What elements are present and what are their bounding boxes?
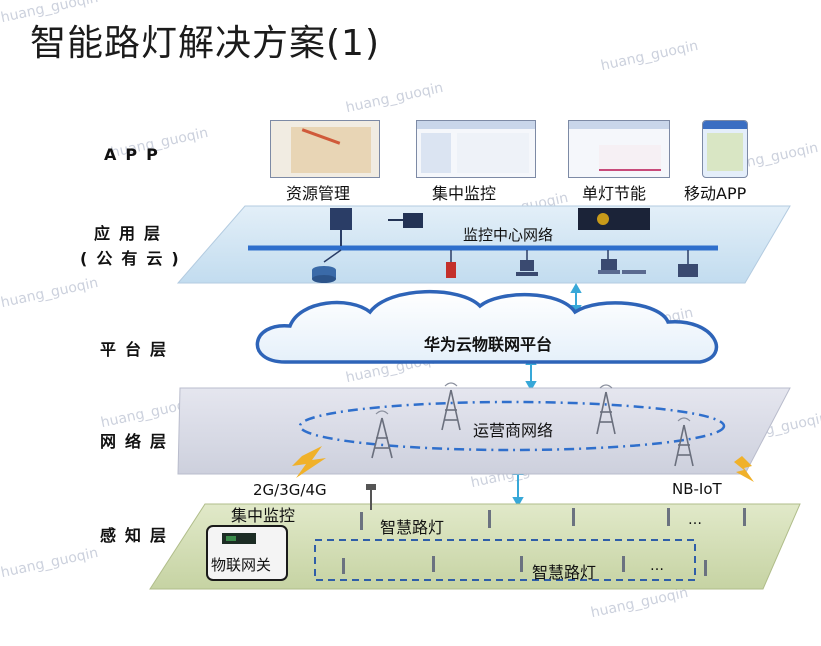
smart-light-label-1: 智慧路灯 bbox=[380, 518, 445, 537]
layer-label-application-sub: (公有云) bbox=[80, 249, 188, 268]
street-light-icon bbox=[704, 560, 707, 576]
street-light-icon bbox=[572, 508, 575, 526]
monitor-wall-icon bbox=[578, 208, 650, 230]
app-thumbnail-mobile bbox=[702, 120, 748, 178]
app-thumbnail-monitor bbox=[416, 120, 536, 178]
app-caption-resource: 资源管理 bbox=[286, 184, 351, 203]
printer-icon bbox=[678, 264, 698, 277]
central-monitor-label: 集中监控 bbox=[231, 506, 296, 525]
street-light-icon bbox=[520, 556, 523, 572]
link-2g-label: 2G/3G/4G bbox=[253, 481, 327, 499]
firewall-icon bbox=[446, 262, 456, 278]
layer-label-network: 网络层 bbox=[100, 432, 176, 451]
street-light-icon bbox=[622, 556, 625, 572]
laptop-icon bbox=[601, 259, 617, 270]
light-group-box bbox=[314, 539, 696, 581]
street-light-icon bbox=[342, 558, 345, 574]
signal-tower-icon bbox=[366, 484, 376, 490]
tower-icon bbox=[596, 391, 616, 435]
pc-icon bbox=[520, 260, 534, 271]
street-light-icon bbox=[488, 510, 491, 528]
layer-label-application: 应用层 bbox=[94, 224, 170, 243]
app-thumbnail-resource bbox=[270, 120, 380, 178]
tower-icon bbox=[674, 424, 694, 467]
layer-label-app: APP bbox=[104, 145, 167, 164]
camera-icon bbox=[403, 213, 423, 228]
layer-label-perception: 感知层 bbox=[100, 526, 176, 545]
layer-label-platform: 平台层 bbox=[100, 340, 176, 359]
operator-network-label: 运营商网络 bbox=[473, 421, 554, 440]
lightning-icon bbox=[292, 446, 326, 478]
street-light-icon bbox=[667, 508, 670, 526]
street-light-icon bbox=[360, 512, 363, 530]
cloud-shape bbox=[255, 290, 719, 364]
street-light-icon bbox=[432, 556, 435, 572]
app-caption-monitor: 集中监控 bbox=[432, 184, 497, 203]
smart-light-label-2: 智慧路灯 bbox=[532, 563, 597, 582]
app-thumbnail-energy bbox=[568, 120, 670, 178]
link-nb-label: NB-IoT bbox=[672, 480, 722, 498]
tower-icon bbox=[441, 389, 461, 431]
ellipsis-1: … bbox=[688, 512, 702, 528]
cloud-platform-label: 华为云物联网平台 bbox=[424, 335, 553, 354]
app-caption-mobile: 移动APP bbox=[684, 184, 747, 203]
page-title: 智能路灯解决方案(1) bbox=[30, 23, 380, 64]
ellipsis-2: … bbox=[650, 558, 664, 574]
app-caption-energy: 单灯节能 bbox=[582, 184, 647, 203]
lightning-icon bbox=[734, 456, 754, 482]
operator-network-ring bbox=[298, 400, 726, 452]
monitor-network-label: 监控中心网络 bbox=[463, 226, 554, 244]
street-light-icon bbox=[743, 508, 746, 526]
gateway-label: 物联网关 bbox=[211, 556, 272, 574]
perception-layer-plane bbox=[149, 503, 801, 590]
tower-icon bbox=[371, 417, 393, 459]
server-icon bbox=[330, 208, 352, 230]
